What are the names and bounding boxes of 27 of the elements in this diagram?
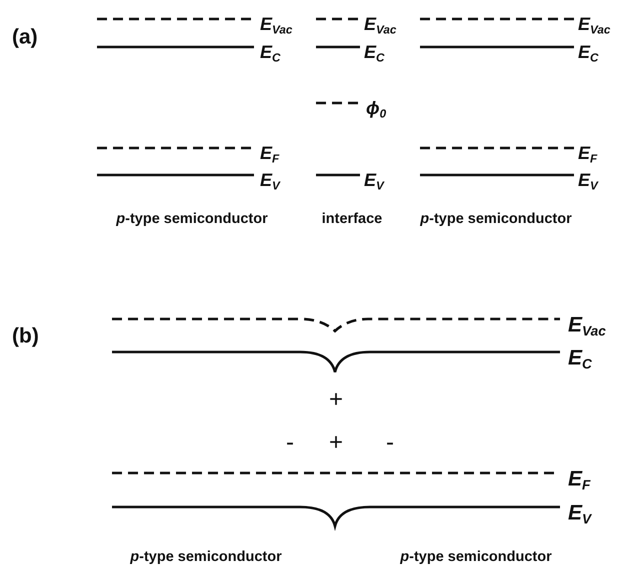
charge-sign: +	[329, 388, 343, 412]
energy-level-label: E$_{V}$	[568, 502, 592, 524]
panel-label: (a)	[12, 26, 38, 48]
region-caption: p-type semiconductor	[420, 212, 572, 226]
region-caption: p-type semiconductor	[116, 212, 268, 226]
energy-level-label: E$_{Vac}$	[364, 15, 396, 33]
energy-level-label: E$_{F}$	[260, 144, 280, 162]
energy-level-label: E$_{C}$	[578, 43, 598, 61]
charge-sign: -	[386, 431, 394, 455]
energy-level-label: E$_{F}$	[568, 468, 590, 490]
region-caption: p-type semiconductor	[130, 550, 282, 564]
energy-level-label: E$_{C}$	[568, 348, 592, 368]
energy-level-label: E$_{Vac}$	[260, 15, 292, 33]
energy-level-label: E$_{Vac}$	[568, 314, 606, 336]
energy-level-label: E$_{F}$	[578, 144, 598, 162]
energy-level-label: E$_{V}$	[578, 171, 598, 189]
region-caption: p-type semiconductor	[400, 550, 552, 564]
energy-level-label: ϕ$_{0}$	[366, 99, 386, 117]
energy-level-label: E$_{C}$	[260, 43, 280, 61]
energy-level-label: E$_{V}$	[364, 171, 384, 189]
panel-label: (b)	[12, 326, 39, 346]
charge-sign: -	[286, 431, 294, 455]
energy-level-label: E$_{V}$	[260, 171, 280, 189]
region-caption: interface	[322, 212, 382, 226]
energy-level-label: E$_{Vac}$	[578, 15, 610, 33]
charge-sign: +	[329, 431, 343, 455]
energy-level-label: E$_{C}$	[364, 43, 384, 61]
